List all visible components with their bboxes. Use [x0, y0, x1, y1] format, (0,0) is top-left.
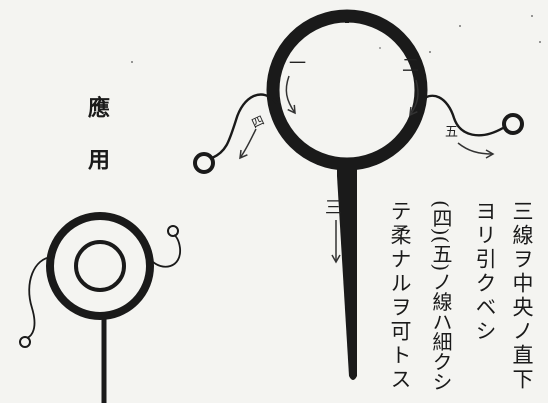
application-right-loop	[167, 225, 179, 237]
print-speck	[131, 61, 133, 63]
left-tendril	[211, 93, 278, 160]
arrow-line-four	[239, 128, 257, 160]
print-speck	[459, 25, 461, 27]
label-line-one: 一	[289, 54, 306, 74]
right-tendril-loop	[502, 113, 524, 135]
print-speck	[539, 41, 541, 43]
print-speck	[429, 51, 431, 53]
instruction-column: (四)(五)ノ線ハ細クシ	[429, 200, 453, 392]
label-line-five: 五	[445, 125, 459, 140]
application-left-tendril	[26, 256, 53, 339]
arrow-line-two	[409, 79, 419, 117]
main-ring	[266, 9, 428, 171]
application-right-tendril	[150, 234, 181, 268]
label-line-three: 三	[325, 198, 342, 218]
right-tendril	[418, 94, 504, 137]
print-speck	[531, 15, 533, 17]
application-left-loop	[19, 336, 31, 348]
main-stem	[337, 166, 357, 380]
arrow-line-five	[457, 142, 495, 159]
label-line-two: 二	[402, 56, 419, 76]
left-tendril-loop	[193, 152, 215, 174]
section-heading: 應用	[84, 96, 110, 200]
instruction-column: テ柔ナルヲ可トス	[388, 200, 412, 392]
instruction-column: 三線ヲ中央ノ直下	[510, 200, 534, 392]
application-inner-ring	[74, 240, 126, 292]
arrow-line-one	[285, 75, 296, 115]
instruction-column: ヨリ引クベシ	[473, 200, 497, 344]
application-outer-ring	[46, 212, 154, 320]
print-speck	[379, 47, 381, 49]
